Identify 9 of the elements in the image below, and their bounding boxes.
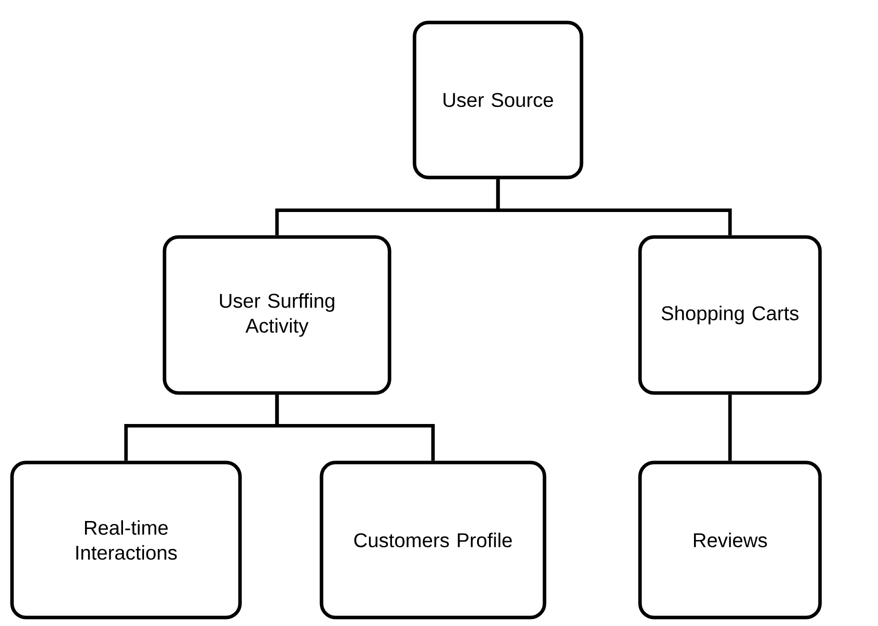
process-box: User Source	[412, 20, 584, 180]
connector-line	[728, 394, 732, 461]
process-box: Real-time Interactions	[10, 460, 242, 620]
process-box: Customers Profile	[320, 460, 546, 620]
process-box: User Surffing Activity	[162, 235, 392, 395]
connector-line	[496, 179, 732, 236]
process-box: Shopping Carts	[638, 235, 822, 395]
connector-line	[275, 394, 435, 461]
process-box: Reviews	[638, 460, 822, 620]
